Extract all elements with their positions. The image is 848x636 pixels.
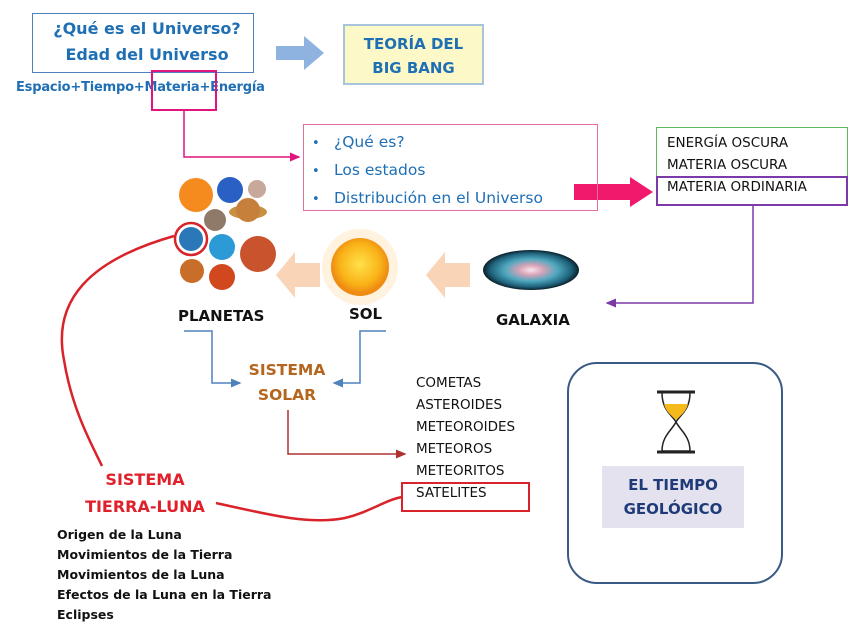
universe-age: Edad del Universo <box>65 45 229 64</box>
arrow-sun-planets <box>276 252 320 298</box>
connector-ordinaria-galaxia <box>605 206 754 308</box>
big-bang-line2: BIG BANG <box>372 59 455 77</box>
list-item: Movimientos de la Tierra <box>57 547 233 562</box>
earth-moon-line2: TIERRA-LUNA <box>85 497 205 516</box>
sun-image <box>322 229 398 305</box>
list-item: Eclipses <box>57 607 114 622</box>
connector-sun-solar <box>332 330 386 388</box>
small-bodies-list: COMETAS ASTEROIDES METEOROIDES METEOROS … <box>416 372 515 504</box>
geologic-time-label: EL TIEMPO GEOLÓGICO <box>602 466 744 528</box>
matter-type-item: MATERIA ORDINARIA <box>667 179 807 195</box>
materia-highlight <box>151 70 217 111</box>
arrow-galaxy-sun <box>426 252 470 298</box>
sun-label: SOL <box>349 305 383 323</box>
earth-moon-line1: SISTEMA <box>105 470 185 489</box>
connector-solar-bodies <box>287 410 407 459</box>
materia-topics-box: • ¿Qué es? • Los estados • Distribución en … <box>303 124 598 211</box>
connector-tierraluna-satelites <box>215 495 403 522</box>
connector-earth-tierraluna <box>60 234 175 467</box>
list-item: METEOROS <box>416 441 493 457</box>
bullet-icon: • <box>312 136 320 151</box>
bullet-icon: • <box>312 164 320 179</box>
universe-question: ¿Qué es el Universo? <box>53 19 241 38</box>
bullet-icon: • <box>312 192 320 207</box>
matter-type-item: MATERIA OSCURA <box>667 157 788 173</box>
big-bang-box: TEORÍA DEL BIG BANG <box>343 24 484 85</box>
connector-materia-bullets <box>183 111 301 162</box>
arrow-to-big-bang <box>276 36 324 70</box>
earth-moon-label: SISTEMA TIERRA-LUNA <box>70 466 220 520</box>
universe-box <box>32 13 254 73</box>
topic-label: ¿Qué es? <box>334 133 405 151</box>
big-bang-line1: TEORÍA DEL <box>363 35 464 53</box>
list-item: Efectos de la Luna en la Tierra <box>57 587 272 602</box>
solar-line2: SOLAR <box>257 386 317 404</box>
universe-title: ¿Qué es el Universo? Edad del Universo <box>32 16 262 68</box>
geologic-line1: EL TIEMPO <box>628 476 718 494</box>
hourglass-icon <box>657 390 695 454</box>
arrow-to-matter-types <box>574 177 653 207</box>
list-item: SATELITES <box>416 485 487 501</box>
list-item: COMETAS <box>416 375 482 391</box>
list-item: • ¿Qué es? <box>312 129 597 157</box>
ordinary-matter-highlight <box>656 176 848 206</box>
solar-line1: SISTEMA <box>248 361 326 379</box>
galaxy-label: GALAXIA <box>496 311 570 329</box>
geologic-time-card <box>567 362 783 584</box>
list-item: • Distribución en el Universo <box>312 185 597 213</box>
topic-label: Distribución en el Universo <box>334 189 543 207</box>
connector-planets-solar <box>184 330 242 388</box>
topic-label: Los estados <box>334 161 426 179</box>
solar-system-label: SISTEMA SOLAR <box>240 358 334 408</box>
list-item: METEORITOS <box>416 463 505 479</box>
list-item: Origen de la Luna <box>57 527 182 542</box>
geologic-line2: GEOLÓGICO <box>623 500 723 518</box>
planets-label: PLANETAS <box>178 307 265 325</box>
list-item: ASTEROIDES <box>416 397 503 413</box>
matter-type-item: ENERGÍA OSCURA <box>667 135 789 151</box>
universe-formula: Espacio+Tiempo+Materia+Energía <box>16 80 265 95</box>
satellites-highlight <box>401 482 530 512</box>
matter-types-box: ENERGÍA OSCURA MATERIA OSCURA MATERIA OR… <box>656 127 848 206</box>
planets-image <box>173 177 276 290</box>
list-item: Movimientos de la Luna <box>57 567 225 582</box>
earth-highlight <box>173 221 209 257</box>
list-item: METEOROIDES <box>416 419 516 435</box>
list-item: • Los estados <box>312 157 597 185</box>
earth-moon-topics: Origen de la Luna Movimientos de la Tier… <box>57 525 271 625</box>
galaxy-image <box>483 250 579 290</box>
